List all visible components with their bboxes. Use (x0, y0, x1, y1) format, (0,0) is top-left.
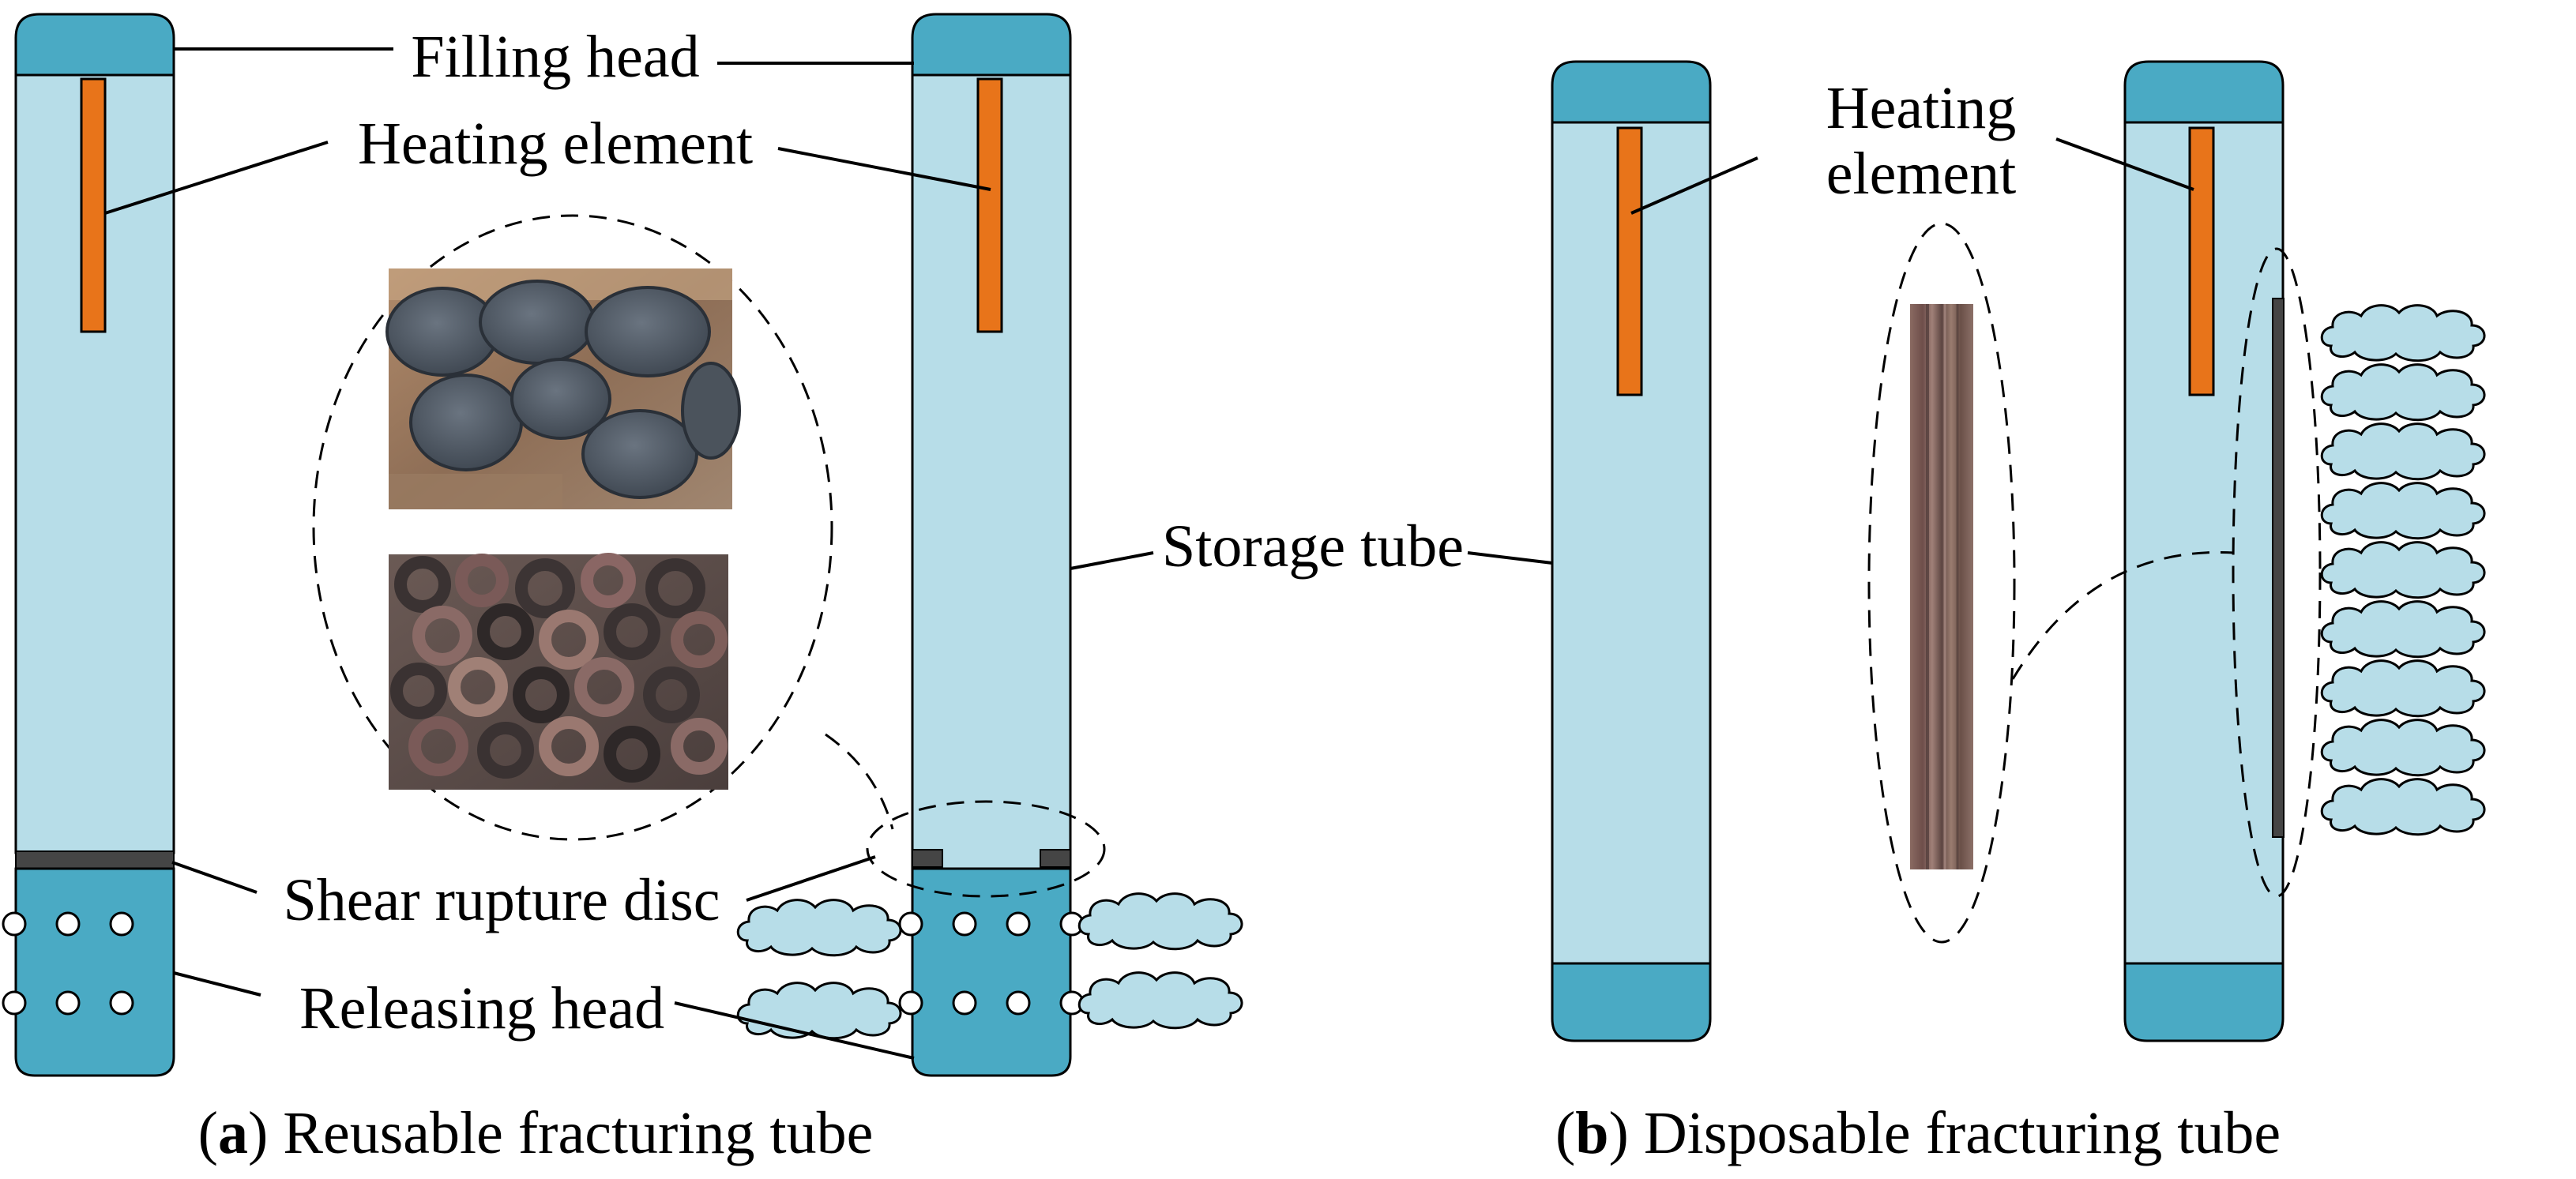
label-heating-element-a: Heating element (358, 111, 753, 177)
caption-b-letter: b (1575, 1100, 1608, 1166)
strip-source-ellipse (2232, 247, 2322, 898)
filling-head-b-left (1551, 60, 1712, 124)
caption-a-text: Reusable fracturing tube (268, 1100, 873, 1166)
cloud-icon (2322, 543, 2484, 598)
filling-head-a-left (14, 13, 175, 77)
cloud-icon (2322, 602, 2484, 657)
cloud-icon (2322, 720, 2484, 775)
heating-element-a-left (80, 77, 107, 333)
strip-callout-connector (2011, 550, 2235, 680)
end-cap-b-left (1551, 962, 1712, 1042)
rupture-strip-callout (1867, 222, 2322, 944)
tube-b-left (1551, 60, 1712, 1042)
label-filling-head: Filling head (411, 24, 699, 90)
cloud-icon (736, 899, 902, 957)
label-shear-rupture-disc: Shear rupture disc (284, 867, 720, 933)
cloud-icon (1077, 971, 1243, 1030)
cloud-icon (736, 982, 902, 1040)
tube-b-right (2123, 60, 2484, 1042)
caption-a: (a) Reusable fracturing tube (198, 1100, 874, 1166)
label-heating-element-b-line2: element (1826, 141, 2017, 207)
callout-connector (825, 733, 894, 830)
filling-head-a-right (911, 13, 1072, 77)
callout-small-ellipse (866, 800, 1106, 898)
released-gas-clouds-b (2322, 306, 2484, 835)
shear-rupture-disc-a-left (15, 850, 175, 869)
label-releasing-head: Releasing head (299, 975, 664, 1042)
rupture-ring-photo (389, 553, 728, 790)
cloud-icon (2322, 365, 2484, 420)
label-heating-element-b-line1: Heating (1826, 75, 2017, 141)
cloud-icon (1077, 892, 1243, 951)
cloud-icon (2322, 424, 2484, 479)
end-cap-b-right (2123, 962, 2285, 1042)
cloud-icon (2322, 306, 2484, 361)
rupture-strip-b-right (2272, 298, 2285, 838)
filling-head-b-right (2123, 60, 2285, 124)
tube-a-left (2, 13, 175, 1077)
leader-lines (104, 47, 2194, 1060)
callout-big-ellipse (312, 214, 833, 841)
rupture-strip-photo (1910, 304, 1973, 869)
broken-disc-right-fragment (1040, 849, 1071, 868)
rupture-disc-photo (385, 268, 741, 509)
cloud-icon (2322, 779, 2484, 835)
release-holes-a-right (898, 911, 1085, 1016)
cloud-icon (2322, 661, 2484, 716)
label-storage-tube: Storage tube (1162, 513, 1464, 580)
caption-b-text: Disposable fracturing tube (1629, 1100, 2281, 1166)
cloud-icon (2322, 483, 2484, 539)
strip-callout-ellipse (1867, 222, 2016, 944)
heating-element-a-right (976, 77, 1003, 333)
heating-element-b-right (2188, 126, 2215, 396)
release-holes-a-left (2, 911, 134, 1016)
tube-a-right (736, 13, 1243, 1077)
caption-a-letter: a (218, 1100, 248, 1166)
rupture-disc-callout (312, 214, 1106, 898)
releasing-head-a-right (911, 867, 1072, 1077)
broken-disc-left-fragment (912, 849, 943, 868)
heating-element-b-left (1616, 126, 1643, 396)
caption-b: (b) Disposable fracturing tube (1555, 1100, 2281, 1166)
releasing-head-a-left (14, 867, 175, 1077)
